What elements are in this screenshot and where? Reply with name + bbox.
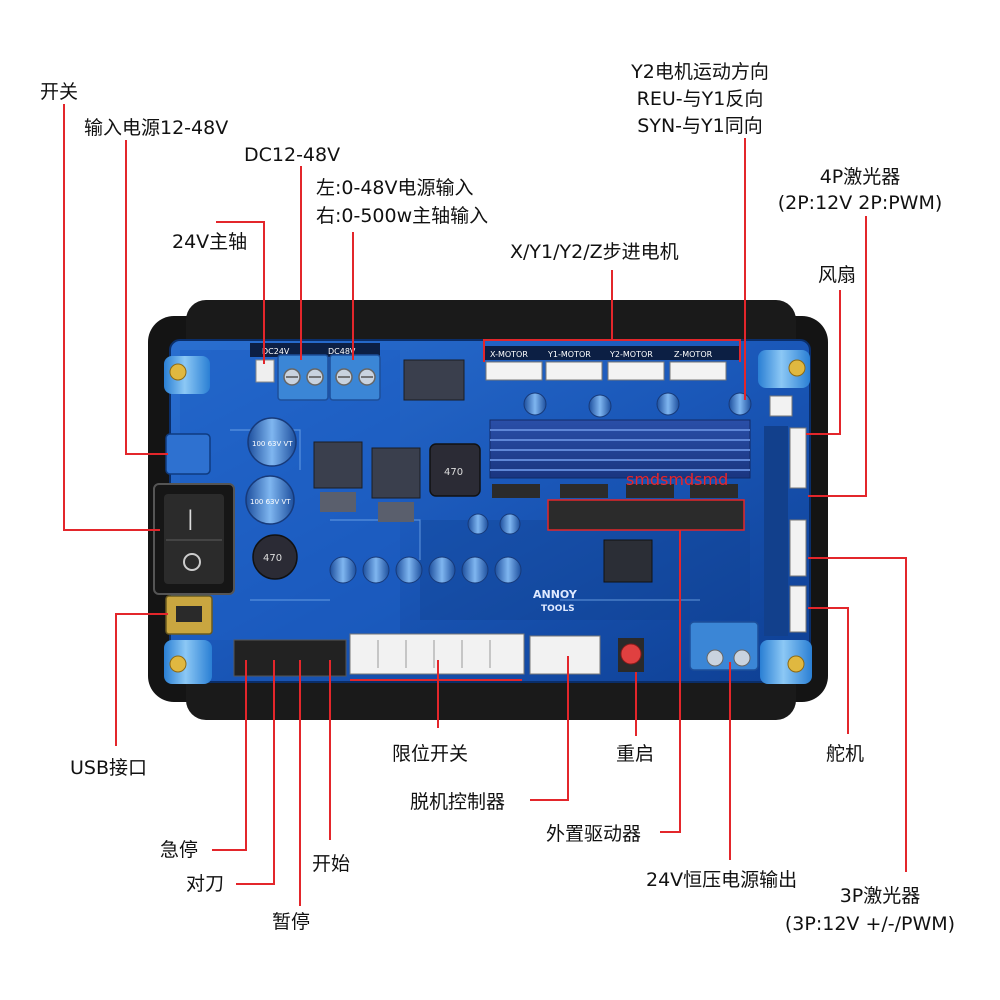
label-steppers: X/Y1/Y2/Z步进电机 [510, 241, 679, 263]
label-output-24v: 24V恒压电源输出 [646, 869, 798, 891]
line-usb [115, 613, 168, 746]
inductor-label-2: 470 [444, 467, 463, 478]
line-tool-setting [236, 660, 275, 885]
board-logo: ANNOY TOOLS [533, 588, 578, 614]
label-external-driver: 外置驱动器 [546, 823, 642, 845]
motor-label-x: X-MOTOR [490, 350, 528, 359]
bottom-header-row [233, 633, 601, 677]
label-terminal-right: 右:0-500w主轴输入 [316, 205, 489, 227]
mcu-chip [603, 539, 653, 583]
label-y2-reu: REU-与Y1反向 [636, 88, 764, 110]
label-y2-direction: Y2电机运动方向 [631, 61, 769, 83]
power-switch: | [153, 483, 235, 595]
line-switch [63, 104, 160, 531]
line-external-driver [660, 530, 681, 833]
inductor-label-1: 470 [263, 553, 282, 564]
logo-top: ANNOY [533, 588, 578, 601]
heatsink [489, 419, 751, 479]
inductor-2 [429, 443, 481, 497]
label-laser-3p: 3P激光器 [839, 885, 921, 907]
line-fan [806, 290, 841, 435]
line-offline [530, 656, 569, 801]
svg-text:|: | [187, 506, 194, 530]
line-servo [808, 607, 849, 734]
label-estop: 急停 [160, 839, 199, 861]
label-pause: 暂停 [272, 911, 311, 933]
label-start: 开始 [312, 853, 351, 875]
annotation-lines [63, 104, 907, 906]
small-capacitor-row [329, 392, 752, 584]
dc-terminal-block [277, 354, 381, 401]
label-tool-setting: 对刀 [186, 873, 225, 895]
motor-header-strip: X-MOTOR Y1-MOTOR Y2-MOTOR Z-MOTOR [484, 346, 740, 381]
label-offline-controller: 脱机控制器 [410, 791, 506, 813]
standoffs [164, 350, 812, 684]
dc24v-silk: DC24V [262, 347, 290, 356]
power-header-strip: DC24V DC48V [250, 343, 380, 357]
driver-jumper-blocks [492, 484, 745, 531]
cap-label-1: 100 63V VT [252, 440, 293, 448]
label-spindle-24v: 24V主轴 [172, 231, 248, 253]
label-dc-voltage: DC12-48V [244, 144, 341, 166]
line-laser-4p [808, 216, 867, 497]
motor-label-y1: Y1-MOTOR [547, 350, 591, 359]
regulator-chips [313, 359, 465, 522]
line-limit [350, 660, 522, 728]
line-estop [212, 660, 247, 851]
label-servo: 舵机 [826, 743, 865, 765]
line-steppers [483, 270, 741, 362]
dc48v-silk: DC48V [328, 347, 356, 356]
large-capacitors: 100 63V VT 100 63V VT [245, 417, 297, 525]
cap-label-2: 100 63V VT [250, 498, 291, 506]
power-input-jack [165, 433, 211, 475]
label-terminal-left: 左:0-48V电源输入 [316, 177, 474, 199]
label-laser-3p-pins: (3P:12V +/-/PWM) [784, 913, 956, 935]
label-reset: 重启 [616, 743, 655, 765]
label-usb: USB接口 [70, 757, 148, 779]
watermark: smdsmdsmd [626, 470, 729, 489]
right-connectors [764, 395, 807, 636]
reset-button [618, 638, 644, 672]
output-24v-terminal [689, 621, 759, 671]
label-laser-4p: 4P激光器 [819, 166, 901, 188]
label-switch: 开关 [40, 81, 79, 103]
motor-label-y2: Y2-MOTOR [609, 350, 653, 359]
line-laser-3p [808, 557, 907, 872]
label-y2-syn: SYN-与Y1同向 [637, 115, 763, 137]
label-fan: 风扇 [818, 264, 857, 286]
inductor-1 [252, 534, 298, 580]
line-power-input [125, 140, 168, 455]
label-limit-switch: 限位开关 [392, 743, 469, 765]
logo-bottom: TOOLS [541, 604, 575, 614]
line-spindle [216, 221, 265, 364]
motor-label-z: Z-MOTOR [674, 350, 713, 359]
usb-port [165, 595, 213, 635]
label-power-input: 输入电源12-48V [84, 117, 229, 139]
label-laser-4p-pins: (2P:12V 2P:PWM) [777, 192, 943, 214]
